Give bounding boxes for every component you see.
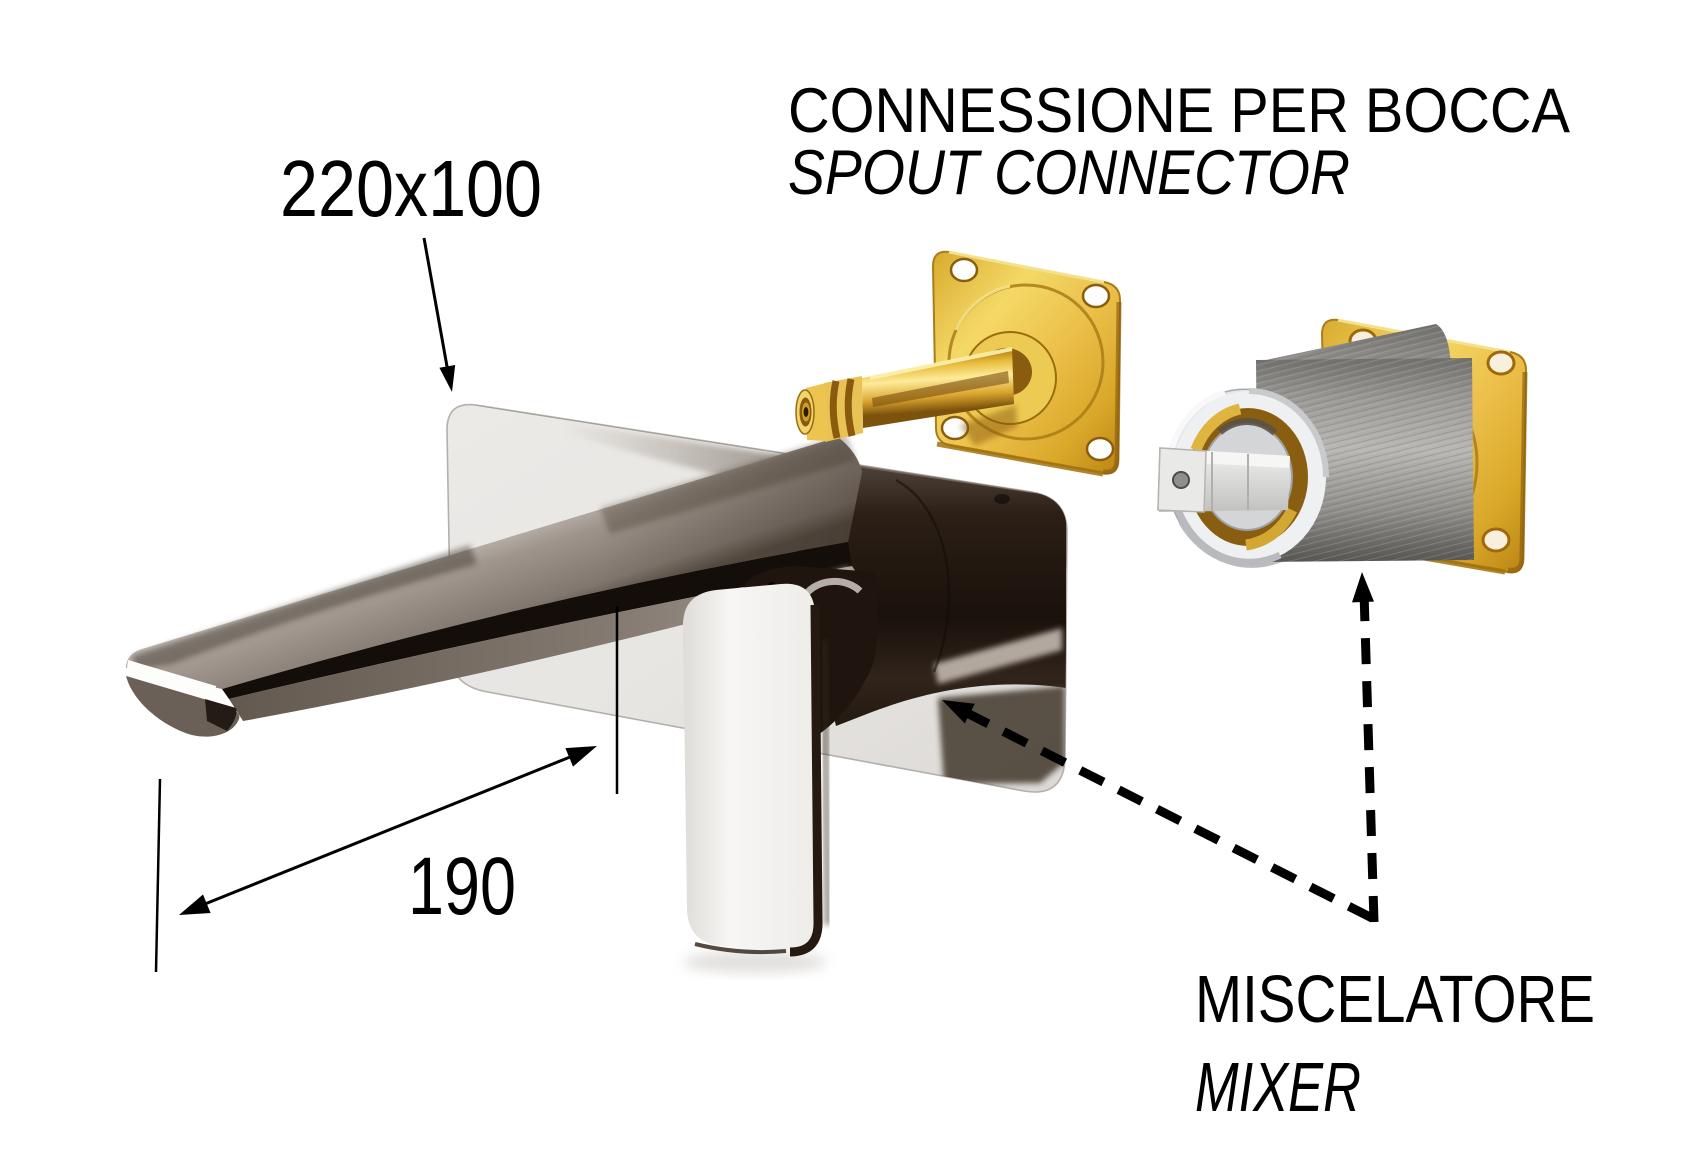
svg-text:CONNESSIONE PER BOCCA: CONNESSIONE PER BOCCA [788,76,1570,146]
svg-text:220x100: 220x100 [280,144,542,233]
svg-text:SPOUT CONNECTOR: SPOUT CONNECTOR [788,138,1350,208]
svg-text:190: 190 [408,841,516,932]
svg-text:MIXER: MIXER [1195,1048,1361,1126]
svg-text:MISCELATORE: MISCELATORE [1195,962,1595,1037]
